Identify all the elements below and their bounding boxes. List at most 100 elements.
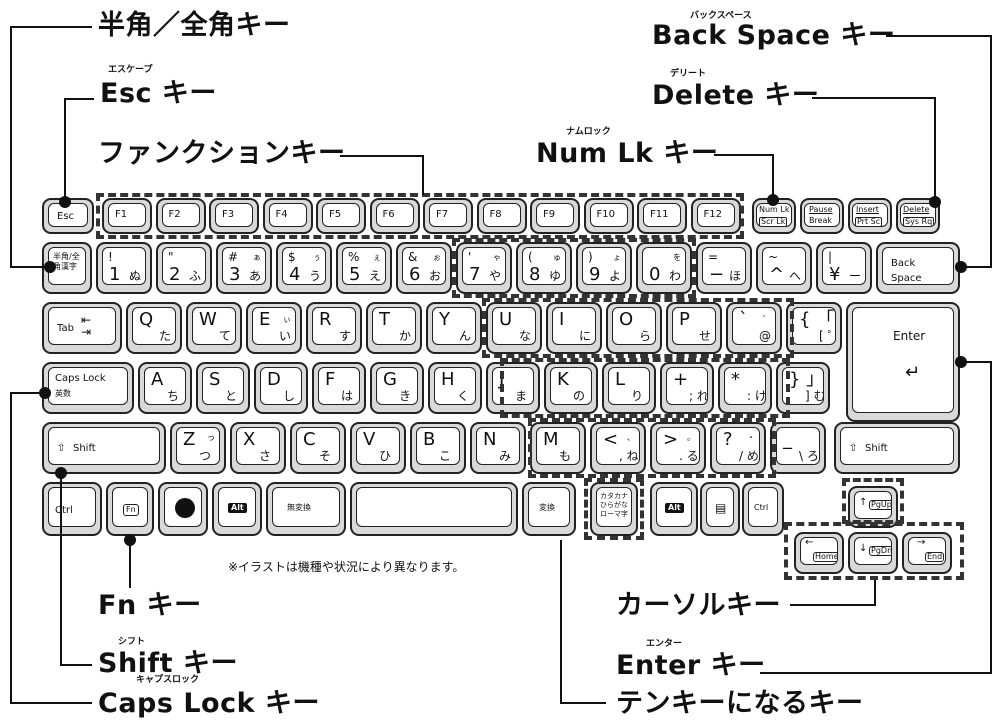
key-num-7-kana: ゆ xyxy=(549,269,562,283)
key-f7-label: F7 xyxy=(436,209,449,220)
dot-shift xyxy=(55,467,67,479)
key-z-0-kana: つ xyxy=(199,449,212,463)
key-q-4-letter: T xyxy=(379,309,390,330)
label-fn: Fn キー xyxy=(98,590,202,621)
key-q-7-kana: に xyxy=(579,329,592,343)
tenkey-outline-5 xyxy=(584,478,644,540)
key-a-7-letter: K xyxy=(557,369,569,390)
key-z-0-letter: Z xyxy=(183,429,196,450)
key-hankaku-label: 半角/全角漢字 xyxy=(53,252,80,271)
key-a-11-letter: } 」 xyxy=(789,369,824,390)
line-enter-h xyxy=(960,361,992,363)
key-num-2-kana-small: ぁ xyxy=(253,253,261,262)
key-a-4-kana: き xyxy=(399,389,412,403)
key-backspace-label: Back Space xyxy=(891,258,922,284)
key-num-0-digit: 1 xyxy=(109,264,121,285)
key-q-0-kana: た xyxy=(159,329,172,343)
key-z-6-letter: M xyxy=(543,429,559,450)
key-q-10: `@゛ xyxy=(726,302,782,354)
tab-arrows-icon: ⇤⇥ xyxy=(81,313,92,339)
key-z-3-kana: ひ xyxy=(379,449,392,463)
key-sysrq-label: Sys Rq xyxy=(903,217,935,226)
key-q-7-letter: I xyxy=(559,309,565,330)
function-keys-outline xyxy=(96,193,744,239)
key-num-5-digit: 6 xyxy=(409,264,421,285)
key-shift-right: ⇧ Shift xyxy=(834,422,960,474)
key-fn: Fn xyxy=(106,482,154,536)
line-cursor-h xyxy=(790,604,876,606)
key-z-10-letter: _ xyxy=(783,429,792,450)
key-henkan: 変換 xyxy=(522,482,576,536)
ruby-backspace: バックスペース xyxy=(690,11,752,21)
key-a-7-kana: の xyxy=(573,389,586,403)
key-f10-label: F10 xyxy=(596,209,615,220)
key-a-9-kana: ; れ xyxy=(689,389,708,403)
key-ctrl-left: Ctrl xyxy=(42,482,102,536)
key-esc-label: Esc xyxy=(57,211,75,222)
key-henkan-label: 変換 xyxy=(539,503,555,512)
ruby-capslock: キャプスロック xyxy=(136,675,200,685)
key-ctrl-right: Ctrl xyxy=(742,482,784,536)
key-z-0-kana-small: っ xyxy=(207,433,215,442)
key-num-12-shift: | xyxy=(828,250,833,264)
key-q-9-letter: P xyxy=(679,309,690,330)
key-kana-label: カタカナひらがなローマ字 xyxy=(600,492,628,518)
right-arrow-icon: → xyxy=(917,537,926,548)
key-enter: Enter ↵ xyxy=(846,302,960,422)
line-numlk-h xyxy=(714,154,774,156)
key-a-9: +; れ xyxy=(660,362,714,414)
key-z-7-kana-small: 、 xyxy=(627,433,635,442)
key-z-8-letter: > xyxy=(663,429,679,450)
key-num-10-kana: ほ xyxy=(729,269,742,283)
key-num-4-kana-small: ぇ xyxy=(373,253,381,262)
key-a-2-letter: D xyxy=(267,369,281,390)
key-q-10-kana-small: ゛ xyxy=(763,315,771,324)
key-q-11-letter: { 「 xyxy=(799,309,835,330)
line-cursor-v xyxy=(874,580,876,606)
key-q-5-kana: ん xyxy=(459,329,472,343)
key-num-6-shift: ' xyxy=(468,250,472,264)
key-q-3-letter: R xyxy=(319,309,332,330)
key-z-6-kana: も xyxy=(559,449,572,463)
line-esc-v xyxy=(64,98,66,202)
key-a-6-kana: ま xyxy=(515,389,528,403)
key-num-8-digit: 9 xyxy=(589,264,601,285)
key-a-1-letter: S xyxy=(209,369,221,390)
line-delete-h xyxy=(812,97,936,99)
key-a-0-letter: A xyxy=(151,369,164,390)
key-z-4-letter: B xyxy=(423,429,436,450)
key-num-8-kana: よ xyxy=(609,269,622,283)
label-shift: Shift キー xyxy=(98,648,238,679)
label-backspace: Back Space キー xyxy=(652,20,896,51)
key-eisu-label: 英数 xyxy=(55,389,71,398)
key-q-1-letter: W xyxy=(199,309,217,330)
key-num-4-digit: 5 xyxy=(349,264,361,285)
key-alt-left: Alt xyxy=(212,482,262,536)
key-f2-label: F2 xyxy=(168,209,181,220)
key-pgdn-label: PgDn xyxy=(869,546,891,556)
key-tab: Tab ⇤⇥ xyxy=(42,302,122,354)
key-a-2-kana: し xyxy=(283,389,296,403)
label-enter: Enter キー xyxy=(616,650,766,681)
key-z-7-letter: < xyxy=(603,429,619,450)
cursor-up-outline xyxy=(842,478,904,524)
key-windows xyxy=(158,482,208,536)
shift-arrow-icon: ⇧ xyxy=(57,443,66,454)
tenkey-outline-4 xyxy=(528,418,776,478)
dot-hankaku xyxy=(44,261,56,273)
line-backspace-v xyxy=(990,35,992,267)
